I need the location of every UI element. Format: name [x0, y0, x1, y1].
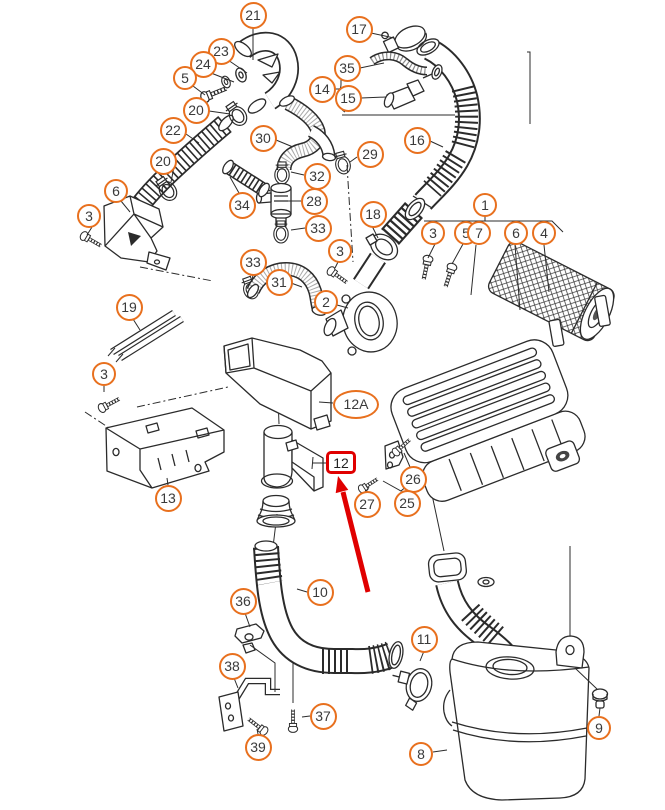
- clamp-29-art: [332, 149, 353, 177]
- clamp-33a-art: [273, 220, 289, 244]
- callout-8[interactable]: 8: [409, 742, 433, 766]
- callout-37[interactable]: 37: [309, 702, 337, 730]
- bracket-6-art: [103, 195, 171, 271]
- callout-34[interactable]: 34: [228, 191, 256, 219]
- resonator-8-art: [427, 552, 590, 801]
- callout-15[interactable]: 15: [334, 84, 362, 112]
- bolt-3-left-art: [76, 228, 106, 252]
- clip-36-art: [234, 623, 265, 654]
- hose-35-art: [369, 51, 428, 76]
- callout-36[interactable]: 36: [229, 587, 257, 615]
- callout-38[interactable]: 38: [218, 652, 246, 680]
- callout-5[interactable]: 5: [173, 66, 197, 90]
- callout-10[interactable]: 10: [306, 578, 334, 606]
- clamp-11-art: [392, 668, 433, 711]
- hose-30-art: [276, 95, 326, 171]
- aircleaner-housing-art: [390, 339, 586, 502]
- callout-31[interactable]: 31: [265, 268, 293, 296]
- callout-17[interactable]: 17: [345, 15, 373, 43]
- bracket-13-art: [105, 407, 225, 489]
- callout-12a[interactable]: 12A: [333, 389, 379, 419]
- hose-21-art: [234, 31, 299, 114]
- hose-16-art: [412, 38, 481, 210]
- callout-3-right[interactable]: 3: [421, 221, 445, 245]
- highlight-arrow: [335, 476, 371, 593]
- hose-34-art: [222, 159, 270, 198]
- bolt-5-right-art: [441, 262, 458, 288]
- callout-25[interactable]: 25: [393, 489, 421, 517]
- callout-7[interactable]: 7: [467, 221, 491, 245]
- bracket-38-art: [218, 677, 280, 732]
- bolt-3-right-art: [419, 254, 434, 280]
- callout-4[interactable]: 4: [532, 221, 556, 245]
- flange-2-art: [323, 252, 398, 356]
- callout-13[interactable]: 13: [154, 484, 182, 512]
- clamp-32-art: [274, 161, 290, 185]
- clamp-17-art: [381, 25, 427, 54]
- rails-19-art: [107, 310, 184, 363]
- callout-11[interactable]: 11: [410, 625, 438, 653]
- valve-15-art: [383, 64, 443, 110]
- callout-20a[interactable]: 20: [182, 96, 210, 124]
- callout-6-left[interactable]: 6: [104, 179, 128, 203]
- duct-12a-art: [223, 337, 332, 431]
- callout-33a[interactable]: 33: [304, 214, 332, 242]
- callout-26[interactable]: 26: [399, 465, 427, 493]
- callout-1[interactable]: 1: [473, 193, 497, 217]
- leader-lines: [86, 28, 601, 753]
- callout-20b[interactable]: 20: [149, 147, 177, 175]
- callout-9[interactable]: 9: [587, 716, 611, 740]
- boot-18-art: [365, 197, 426, 261]
- callout-29[interactable]: 29: [356, 140, 384, 168]
- callout-3-left[interactable]: 3: [77, 204, 101, 228]
- callout-6-right[interactable]: 6: [504, 221, 528, 245]
- callout-14[interactable]: 14: [308, 75, 336, 103]
- callout-27[interactable]: 27: [353, 490, 381, 518]
- bolt-37-art: [286, 707, 300, 735]
- highlighted-callout-12[interactable]: 12: [326, 451, 356, 474]
- callout-16[interactable]: 16: [403, 126, 431, 154]
- callout-22[interactable]: 22: [159, 116, 187, 144]
- bolt-3-mid-art: [323, 263, 352, 289]
- callout-30[interactable]: 30: [249, 124, 277, 152]
- intake-pipe-12-art: [256, 424, 324, 528]
- callout-21[interactable]: 21: [239, 1, 267, 29]
- pipe-10-art: [253, 540, 404, 675]
- callout-28[interactable]: 28: [300, 187, 328, 215]
- nut-9-art: [591, 688, 609, 709]
- callout-2[interactable]: 2: [314, 290, 338, 314]
- callout-3-lower[interactable]: 3: [92, 362, 116, 386]
- bolt-3-lower-art: [94, 392, 124, 416]
- callout-19[interactable]: 19: [115, 293, 143, 321]
- filter-4-art: [487, 241, 615, 348]
- callout-3-mid[interactable]: 3: [328, 239, 352, 263]
- callout-18[interactable]: 18: [359, 200, 387, 228]
- callout-33b[interactable]: 33: [239, 248, 267, 276]
- callout-32[interactable]: 32: [303, 162, 331, 190]
- callout-39[interactable]: 39: [244, 733, 272, 761]
- callout-35[interactable]: 35: [333, 54, 361, 82]
- hose-stub-29-art: [307, 125, 337, 162]
